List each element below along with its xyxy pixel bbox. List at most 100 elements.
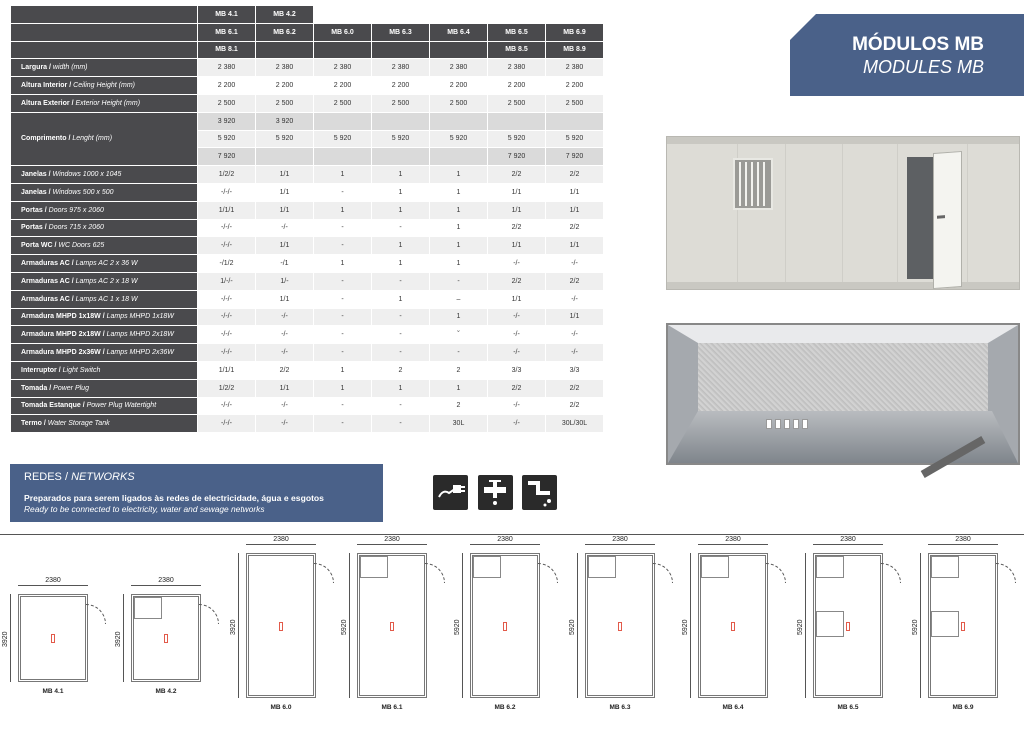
table-cell: 1/1 (487, 289, 546, 309)
table-cell: - (371, 414, 430, 434)
table-cell: 7 920 (545, 147, 604, 167)
table-cell: -/- (255, 218, 314, 238)
window-icon (733, 158, 773, 210)
table-cell: -/- (545, 254, 604, 273)
row-label-pt: Portas (21, 206, 43, 214)
row-label-en: Lenght (mm) (72, 135, 113, 143)
model-header-cell: MB 6.4 (429, 22, 488, 42)
table-cell: 2/2 (255, 360, 314, 380)
model-header-cell: MB 6.1 (197, 22, 256, 42)
table-cell: 1 (313, 360, 372, 380)
table-cell: 2/2 (545, 396, 604, 416)
row-label: Armadura MHPD 2x18W / Lamps MHPD 2x18W (10, 325, 198, 345)
table-row: Armadura MHPD 2x18W / Lamps MHPD 2x18W-/… (10, 325, 604, 345)
row-label: Portas / Doors 975 x 2060 (10, 200, 198, 220)
model-header-cell: MB 6.9 (545, 22, 604, 42)
table-cell: 1/1 (487, 200, 546, 220)
plan-width: 2380 (955, 536, 971, 543)
row-label: Tomada / Power Plug (10, 378, 198, 398)
table-cell: - (371, 307, 430, 327)
table-cell: 1 (429, 307, 488, 327)
row-label-en: Power Plug (53, 384, 89, 392)
table-cell: 3 920 (197, 111, 256, 131)
plan-length: 5920 (454, 618, 461, 635)
table-cell: 1/1 (255, 236, 314, 256)
table-cell: -/- (255, 307, 314, 327)
table-cell: - (313, 236, 372, 256)
table-cell: 2/2 (487, 165, 546, 184)
table-cell: 2/2 (487, 218, 546, 238)
plan-length: 5920 (797, 618, 804, 635)
table-cell: 2 200 (371, 76, 430, 95)
plan-width: 2380 (273, 536, 289, 543)
table-cell: 2 500 (487, 93, 546, 113)
table-cell: 2/2 (487, 378, 546, 398)
table-cell: 3/3 (545, 360, 604, 380)
table-cell: 2 380 (197, 58, 256, 78)
wc-fixture (473, 556, 501, 578)
table-row: Armadura MHPD 2x36W / Lamps MHPD 2x36W-/… (10, 343, 604, 362)
table-cell: -/-/- (197, 396, 256, 416)
row-label-pt: Armaduras AC (21, 277, 70, 285)
table-row: Termo / Water Storage Tank-/-/--/---30L-… (10, 414, 604, 434)
row-label: Armadura MHPD 2x36W / Lamps MHPD 2x36W (10, 343, 198, 362)
row-label-en: Lamps AC 1 x 18 W (75, 295, 138, 303)
table-cell: 2 200 (487, 76, 546, 95)
plan-width: 2380 (840, 536, 856, 543)
table-cell: 2/2 (545, 218, 604, 238)
networks-heading: REDES / NETWORKS (24, 471, 135, 483)
table-cell: 2 (429, 360, 488, 380)
table-cell: - (429, 343, 488, 362)
header-corner (10, 22, 198, 42)
table-cell: 2/2 (545, 271, 604, 291)
model-header-cell (371, 40, 430, 60)
table-cell (371, 111, 430, 131)
section-divider (0, 534, 1024, 535)
table-cell: 2 380 (313, 58, 372, 78)
table-cell: 2 200 (429, 76, 488, 95)
row-label-pt: Janelas (21, 171, 47, 179)
table-cell: 1/2/2 (197, 378, 256, 398)
table-cell: 1 (429, 218, 488, 238)
plan-name: MB 6.2 (494, 704, 516, 711)
plan-name: MB 6.4 (722, 704, 744, 711)
table-cell: 2 500 (255, 93, 314, 113)
table-cell: -/- (487, 414, 546, 434)
plan-width: 2380 (45, 577, 61, 584)
table-cell: -/-/- (197, 289, 256, 309)
table-cell: 3/3 (487, 360, 546, 380)
title-pt: MÓDULOS MB (852, 34, 984, 55)
plan-width: 2380 (612, 536, 628, 543)
table-cell: 1/1 (255, 289, 314, 309)
table-cell: -/-/- (197, 218, 256, 238)
table-cell: 5 920 (313, 129, 372, 149)
row-label: Tomada Estanque / Power Plug Watertight (10, 396, 198, 416)
table-cell (313, 111, 372, 131)
plan-length: 3920 (2, 631, 9, 647)
header-corner (10, 40, 198, 60)
table-cell: 1/1 (545, 182, 604, 202)
title-tab: MÓDULOS MB MODULES MB (790, 14, 1024, 96)
plan-length: 5920 (341, 618, 348, 635)
room-outline (18, 594, 88, 682)
row-label-pt: Tomada Estanque (21, 402, 81, 410)
table-cell: - (313, 271, 372, 291)
wc-fixture (588, 556, 616, 578)
table-row: Armaduras AC / Lamps AC 1 x 18 W-/-/-1/1… (10, 289, 604, 309)
table-cell: 1 (371, 289, 430, 309)
table-cell: - (313, 289, 372, 309)
table-cell: 2 500 (429, 93, 488, 113)
table-cell: 1 (371, 254, 430, 273)
table-cell: 1 (371, 200, 430, 220)
table-cell: 5 920 (487, 129, 546, 149)
model-header-cell (313, 5, 372, 24)
model-header-cell: MB 8.9 (545, 40, 604, 60)
row-label-en: Light Switch (62, 366, 101, 374)
plan-name: MB 4.1 (42, 688, 64, 695)
table-cell: - (429, 271, 488, 291)
table-cell: 5 920 (197, 129, 256, 149)
